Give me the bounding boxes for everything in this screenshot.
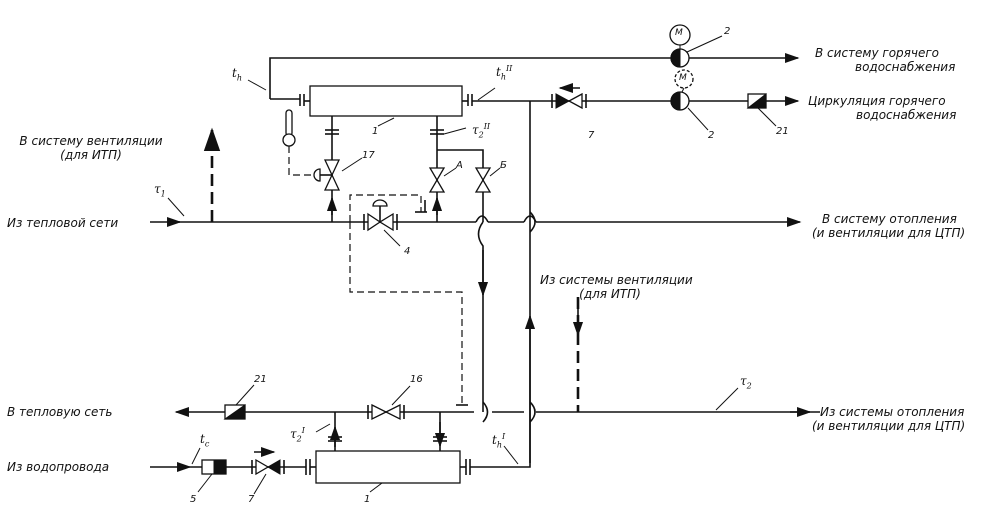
filter-5-label: 5 (190, 494, 197, 505)
label-to-hot-water-line2: водоснабжения (855, 60, 956, 74)
symbol-tau21-base: τ (290, 427, 297, 441)
label-from-water-supply: Из водопровода (7, 460, 110, 474)
check-valve-7-upper (551, 82, 587, 110)
symbol-th1-sub: h (496, 440, 502, 450)
valve-B-label: Б (500, 160, 507, 171)
heat-network-return-line (174, 387, 820, 418)
pump-2-lower-label: 2 (708, 130, 715, 141)
meter-21-upper-label: 21 (776, 126, 789, 137)
riser-crossing-b (482, 401, 489, 423)
symbol-th2-sup: II (505, 64, 513, 73)
label-circulation-line2: водоснабжения (856, 108, 957, 122)
valve-7-lower-label: 7 (248, 494, 255, 505)
valve-17-label: 17 (362, 150, 375, 161)
regulator-valve-4 (349, 194, 468, 406)
symbol-th: th (232, 66, 242, 82)
symbol-th1-base: t (492, 433, 497, 447)
symbol-tau2-sub: 2 (746, 381, 752, 391)
symbol-tc-sub: c (204, 439, 210, 449)
symbol-tau22: τ2II (472, 122, 490, 139)
control-valve-17 (313, 116, 363, 222)
label-to-heat-network: В тепловую сеть (7, 405, 113, 419)
label-to-heating-line2: (и вентиляции для ЦТП) (812, 226, 966, 240)
symbol-tau1: τ1 (154, 182, 166, 198)
symbol-th1: thI (492, 432, 505, 449)
heat-network-supply-line (150, 197, 802, 228)
symbol-tc: tc (200, 432, 209, 448)
label-to-heating-line1: В систему отопления (822, 212, 957, 226)
riser-crossing-upper (529, 211, 536, 233)
label-from-vent-line1: Из системы вентиляции (540, 273, 693, 287)
symbol-th2-base: t (496, 65, 501, 79)
symbol-tau22-base: τ (472, 123, 479, 137)
label-from-heating-line1: Из системы отопления (820, 405, 965, 419)
riser-crossing-lower (529, 401, 536, 423)
valve-16 (367, 385, 411, 421)
symbol-th-sub: h (236, 73, 242, 83)
valve-A-branch (428, 116, 484, 222)
label-from-vent-line2: (для ИТП) (579, 287, 641, 301)
symbol-th2: thII (496, 64, 512, 81)
label-to-hot-water: В систему горячего водоснабжения (815, 46, 955, 74)
label-to-ventilation-itp: В систему вентиляции (для ИТП) (6, 134, 176, 162)
valve-B-branch (474, 167, 501, 412)
symbol-tau21-sub: 2 (296, 434, 302, 444)
filter-5 (197, 459, 227, 493)
valve-16-label: 16 (410, 374, 423, 385)
label-to-hot-water-line1: В систему горячего (815, 46, 939, 60)
hx-upper-label: 1 (372, 126, 379, 137)
label-to-heating: В систему отопления (и вентиляции для ЦТ… (812, 212, 965, 240)
label-circulation-line1: Циркуляция горячего (808, 94, 946, 108)
check-valve-7-lower (251, 446, 285, 495)
upper-heat-exchanger (299, 85, 473, 127)
valve-4-label: 4 (404, 246, 411, 257)
hot-water-supply-line (247, 52, 800, 100)
pump-2-upper-label: 2 (724, 26, 731, 37)
symbol-tc-base: t (200, 432, 205, 446)
symbol-tau22-sup: II (483, 122, 491, 131)
meter-21-lower-label: 21 (254, 374, 267, 385)
lower-heat-exchanger (315, 412, 461, 493)
motor-upper-label: М (675, 28, 683, 38)
pump-2-upper (669, 24, 723, 68)
label-vent-line2: (для ИТП) (60, 148, 122, 162)
meter-21-upper (746, 92, 777, 127)
symbol-tau21-sup: I (301, 426, 305, 435)
symbol-tau1-sub: 1 (160, 189, 166, 199)
hot-water-circulation-line (472, 87, 800, 107)
pump-2-lower (670, 69, 709, 131)
meter-21-lower (223, 384, 255, 420)
symbol-tau2-base: τ (740, 374, 747, 388)
valve-7-upper-label: 7 (588, 130, 595, 141)
symbol-tau2: τ2 (740, 374, 752, 390)
label-from-heating: Из системы отопления (и вентиляции для Ц… (812, 405, 965, 433)
symbol-tau21: τ2I (290, 426, 305, 443)
thermometer (282, 109, 314, 176)
valve-A-label: А (456, 160, 463, 171)
label-from-heat-network: Из тепловой сети (7, 216, 119, 230)
motor-lower-label: М (679, 73, 687, 83)
label-from-heating-line2: (и вентиляции для ЦТП) (812, 419, 966, 433)
symbol-th1-sup: I (501, 432, 506, 441)
symbol-tau22-sub: 2 (478, 130, 484, 140)
symbol-th2-sub: h (500, 72, 506, 82)
label-vent-line1: В систему вентиляции (19, 134, 163, 148)
label-hot-water-circulation: Циркуляция горячего водоснабжения (808, 94, 956, 122)
hx-lower-label: 1 (364, 494, 371, 505)
label-from-ventilation-itp: Из системы вентиляции (для ИТП) (540, 273, 693, 301)
symbol-tau1-base: τ (154, 182, 161, 196)
symbol-th-base: t (232, 66, 237, 80)
